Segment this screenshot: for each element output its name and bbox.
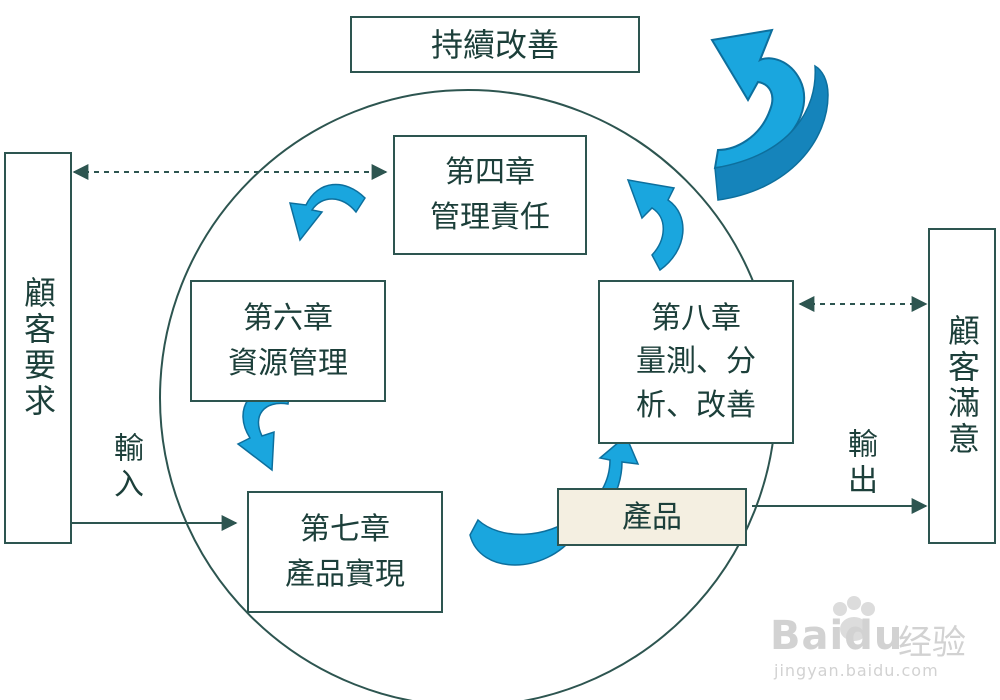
chapter-6-subtitle: 資源管理 (228, 346, 348, 381)
customer-requirements-label: 顧客要求 (19, 276, 57, 420)
product-label: 產品 (622, 499, 682, 535)
customer-satisfaction-box: 顧客滿意 (928, 228, 996, 544)
chapter-4-box: 第四章 管理責任 (393, 135, 587, 255)
output-label: 輸出 (842, 428, 877, 500)
cycle-arrow-ch8-to-ch4 (626, 179, 684, 272)
customer-requirements-box: 顧客要求 (4, 152, 72, 544)
customer-satisfaction-label: 顧客滿意 (943, 314, 981, 458)
chapter-6-title: 第六章 (243, 301, 333, 336)
chapter-7-box: 第七章 產品實現 (247, 491, 443, 613)
chapter-6-box: 第六章 資源管理 (190, 280, 386, 402)
cycle-arrow-ch4-to-ch6 (288, 183, 366, 242)
continuous-improvement-arrow-side (714, 64, 829, 201)
baidu-watermark: Baidu 经验 jingyan.baidu.com (770, 595, 990, 685)
chapter-8-subtitle-line-1: 量測、分 (636, 344, 756, 380)
chapter-4-title: 第四章 (445, 155, 535, 190)
watermark-url: jingyan.baidu.com (774, 661, 939, 680)
chapter-8-subtitle-line-2: 析、改善 (636, 387, 756, 423)
chapter-4-subtitle: 管理責任 (430, 200, 550, 235)
chapter-7-subtitle: 產品實現 (285, 557, 405, 592)
chapter-8-title: 第八章 (651, 300, 741, 336)
chapter-8-box: 第八章 量測、分 析、改善 (598, 280, 794, 444)
input-label: 輸入 (108, 432, 143, 504)
chapter-7-title: 第七章 (300, 512, 390, 547)
continuous-improvement-label: 持續改善 (430, 25, 559, 64)
watermark-brand-cn: 经验 (898, 623, 966, 663)
continuous-improvement-arrow (710, 28, 806, 170)
watermark-brand: Baidu (770, 613, 904, 659)
paw-icon (833, 596, 875, 641)
product-box: 產品 (557, 488, 747, 546)
continuous-improvement-box: 持續改善 (350, 16, 640, 73)
